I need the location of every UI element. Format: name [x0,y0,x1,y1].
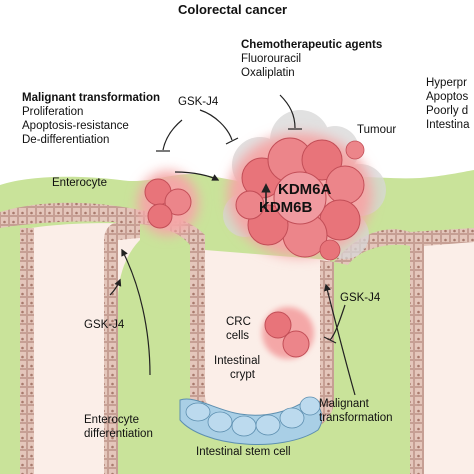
crypt-label-1: Intestinal [214,355,261,367]
diagram-title: Colorectal cancer [178,2,288,17]
crc-cells-cluster [262,307,314,359]
left-to-tumour-arrow [174,171,220,181]
malignant-bottom-label-1: Malignant [319,398,369,410]
enterocyte-diff-label-1: Enterocyte [84,414,139,426]
crypt-label-2: crypt [230,369,255,381]
enterocyte-diff-label-2: differentiation [84,428,153,440]
gsk-j4-right-label: GSK-J4 [340,292,381,304]
right-cut-text-4: Intestina [426,119,470,131]
crc-cells-label-2: cells [226,330,250,342]
gsk-j4-top-label: GSK-J4 [178,96,219,108]
crc-cells-label-1: CRC [226,316,251,328]
gsk-j4-left-label: GSK-J4 [84,319,125,331]
enterocyte-diff-arrow [121,248,151,376]
right-cut-text-1: Hyperpr [426,77,467,89]
pathway-arrows [109,94,356,396]
gsk-top-inhibit-tumour [199,109,233,141]
gsk-top-inhibit-left [162,119,183,151]
tumour-mass [228,133,372,261]
enterocyte-label: Enterocyte [52,177,107,189]
stem-cell-cluster [179,396,323,445]
left-tumour-cells [138,171,198,235]
chemo-drug-2: Oxaliplatin [241,67,295,79]
right-cut-text-3: Poorly d [426,105,469,117]
malignant-item-1: Proliferation [22,106,84,118]
malignant-bottom-arrow [323,283,356,396]
stem-cell-label: Intestinal stem cell [196,446,291,458]
tumour-label: Tumour [357,124,397,136]
right-cut-text-2: Apoptos [426,91,469,103]
malignant-item-3: De-differentiation [22,134,110,146]
chemo-heading: Chemotherapeutic agents [241,39,383,51]
kdm6a-label: KDM6A [278,181,332,198]
chemo-inhibit-tumour [279,94,296,129]
malignant-item-2: Apoptosis-resistance [22,120,129,132]
kdm6b-label: KDM6B [259,199,313,216]
gsk-left-arrow [109,278,122,296]
malignant-bottom-label-2: transformation [319,412,393,424]
chemo-drug-1: Fluorouracil [241,53,302,65]
malignant-heading: Malignant transformation [22,92,161,104]
gsk-right-inhibit [329,304,346,341]
